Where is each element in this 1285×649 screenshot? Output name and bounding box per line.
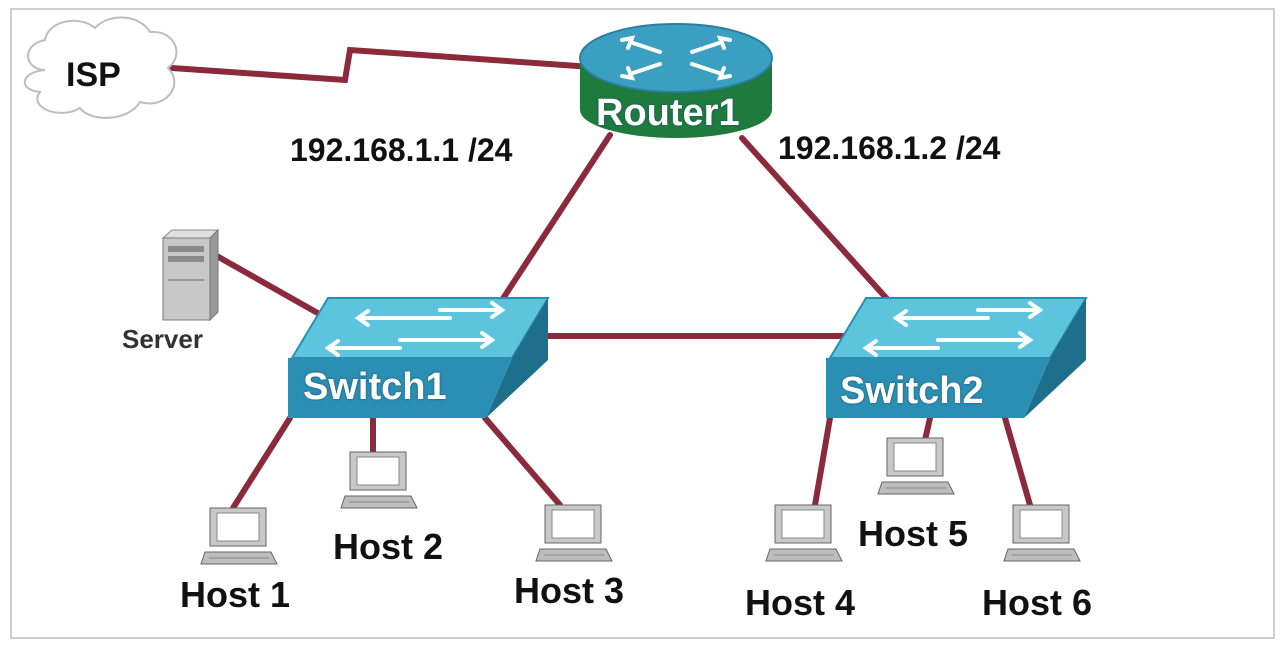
isp-router-link xyxy=(169,46,595,84)
switch2-host6-link xyxy=(1002,415,1033,508)
switch1-label: Switch1 xyxy=(303,366,447,408)
ip-label-right: 192.168.1.2 /24 xyxy=(778,130,1001,166)
switch2-host4-link xyxy=(812,415,833,508)
host4-label: Host 4 xyxy=(745,582,856,623)
server-label: Server xyxy=(122,324,203,354)
ip-label-left: 192.168.1.1 /24 xyxy=(290,132,513,168)
host5-label: Host 5 xyxy=(858,513,969,554)
host3-label: Host 3 xyxy=(514,570,625,611)
pc-icon xyxy=(765,504,843,562)
switch2-host5-link xyxy=(922,415,933,443)
isp-label: ISP xyxy=(66,56,121,94)
router-switch2-link xyxy=(739,135,891,303)
server-switch1-link xyxy=(212,252,333,323)
server-icon xyxy=(161,228,220,322)
switch-icon xyxy=(826,297,1088,418)
switch1-host1-link xyxy=(230,415,293,511)
pc-icon xyxy=(200,507,278,565)
host2-label: Host 2 xyxy=(333,526,444,567)
switch1-host3-link xyxy=(482,415,563,508)
host6-label: Host 6 xyxy=(982,582,1093,623)
switch-icon xyxy=(288,297,550,418)
pc-icon xyxy=(1003,504,1081,562)
router-label: Router1 xyxy=(596,92,740,134)
pc-icon xyxy=(535,504,613,562)
switch2-label: Switch2 xyxy=(840,370,984,412)
router-icon xyxy=(579,23,773,138)
router-switch1-link xyxy=(499,132,613,303)
host1-label: Host 1 xyxy=(180,574,291,615)
pc-icon xyxy=(340,451,418,509)
pc-icon xyxy=(877,437,955,495)
cloud-icon xyxy=(23,16,178,119)
